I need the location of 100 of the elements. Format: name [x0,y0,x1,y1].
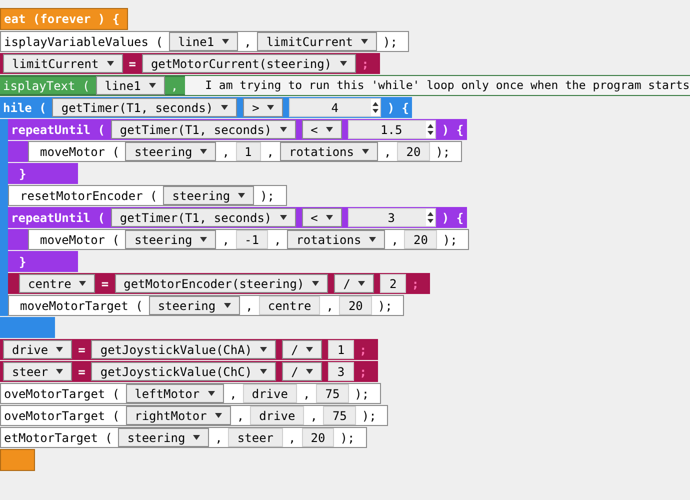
code-text: ) { [440,122,465,138]
code-text: ); [376,298,394,314]
code-text: } [18,166,28,182]
code-text: eat (forever ) { [3,11,121,28]
dropdown-field: rotations [287,230,386,249]
dropdown-field: getTimer(T1, seconds) [110,208,296,227]
code-text: ; [358,364,368,380]
number-field: drive [250,406,304,425]
assignment-block [0,53,380,74]
statement-block [28,229,470,250]
assignment-block [0,339,378,360]
assignment-block [8,273,430,294]
code-text: ); [259,188,276,204]
code-text: ); [434,144,452,160]
code-text: moveMotor ( [39,232,120,248]
number-field: 75 [323,406,356,425]
code-text: moveMotor ( [39,144,120,160]
dropdown-field: getMotorCurrent(steering) [142,54,356,73]
dropdown-field: steering [125,230,216,249]
dropdown-field: getJoystickValue(ChA) [91,340,276,359]
number-field: 20 [397,142,430,161]
code-text: , [272,232,282,248]
code-text: ); [354,386,370,402]
code-text: ) { [386,100,410,116]
code-text: , [214,430,224,446]
statement-block [28,141,462,162]
dropdown-field: steering [125,142,216,161]
code-text: ; [358,342,368,358]
dropdown-field: getMotorEncoder(steering) [114,274,328,293]
code-text: moveMotorTarget ( [19,298,144,314]
code-text: isplayVariableValues ( [3,34,164,50]
dropdown-field: line1 [168,32,238,51]
code-text: = [100,276,110,292]
dropdown-field: centre [19,274,96,293]
text-field: I am trying to run this 'while' loop only once when the program starts [185,76,690,95]
dropdown-field: limitCurrent [3,54,123,73]
code-text: , [228,386,238,402]
code-text: , [302,386,312,402]
code-text: , [325,298,334,314]
dropdown-field: > [243,98,284,117]
dropdown-field: < [302,120,342,139]
dropdown-field: getJoystickValue(ChC) [91,362,276,381]
number-spinner-field: 3 [348,208,436,227]
code-text: ); [382,34,398,50]
code-text: = [77,364,86,380]
dropdown-field: / [334,274,374,293]
code-text: , [309,408,318,424]
number-field: 1 [328,340,354,359]
dropdown-field: / [282,340,322,359]
code-text: hile ( [2,100,48,116]
loop-header [0,8,128,30]
code-text: , [221,144,231,160]
statement-block [0,427,367,448]
code-text: ); [360,408,378,424]
number-field: 2 [380,274,406,293]
code-text: ); [339,430,356,446]
number-field: steer [228,428,283,447]
code-text: ); [442,232,458,248]
dropdown-field: steer [3,362,72,381]
dropdown-field: getTimer(T1, seconds) [110,120,296,139]
number-field: drive [242,384,297,403]
dropdown-field: line1 [96,76,165,95]
code-text: , [243,34,252,50]
dropdown-field: limitCurrent [257,32,378,51]
statement-block [8,185,287,206]
dropdown-field: steering [118,428,210,447]
assignment-block [0,361,378,382]
statement-block [0,405,388,426]
number-field: 1 [236,142,261,161]
code-text: ; [360,56,370,72]
dropdown-field: steering [148,296,240,315]
number-field: 75 [316,384,349,403]
code-text: oveMotorTarget ( [3,408,121,424]
code-text: , [244,298,254,314]
code-text: ; [410,276,420,292]
code-text: , [266,144,275,160]
dropdown-field: steering [163,186,254,205]
dropdown-field: getTimer(T1, seconds) [52,98,238,117]
code-text: oveMotorTarget ( [3,386,121,402]
statement-block [8,295,404,316]
display-text-block [0,75,690,96]
code-text: , [390,232,400,248]
code-text: repeatUntil ( [10,210,106,226]
code-text: , [221,232,231,248]
code-text: , [170,78,180,94]
number-field: 20 [404,230,437,249]
dropdown-field: rightMotor [126,406,231,425]
number-field: -1 [236,230,268,249]
code-text: , [236,408,246,424]
number-field: 20 [302,428,334,447]
code-text: ) { [440,210,465,226]
code-text: = [77,342,86,358]
code-text: resetMotorEncoder ( [19,188,158,204]
number-field: 3 [328,362,354,381]
code-text: repeatUntil ( [10,122,106,138]
statement-block [0,383,382,404]
dropdown-field: / [282,362,322,381]
dropdown-field: drive [3,340,72,359]
dropdown-field: rotations [280,142,378,161]
dropdown-field: leftMotor [126,384,224,403]
